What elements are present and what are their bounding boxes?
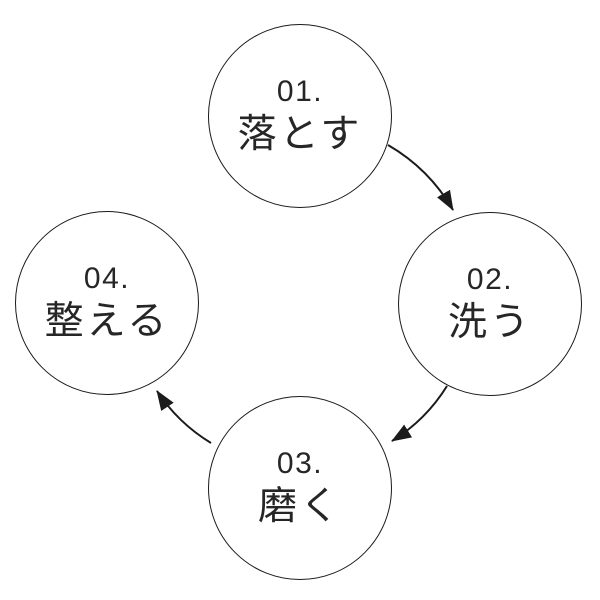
step-04-label: 整える [44,299,170,343]
step-01-label: 落とす [237,112,363,156]
step-02-number: 02. [466,262,514,296]
step-02-label: 洗う [447,300,532,344]
step-circle-04: 04. 整える [15,211,199,395]
step-03-label: 磨く [257,484,342,528]
step-04-number: 04. [83,261,131,295]
step-01-number: 01. [276,74,324,108]
step-circle-01: 01. 落とす [208,24,392,208]
step-circle-02: 02. 洗う [398,212,582,396]
arrow-step03-to-step04 [156,390,212,444]
arrow-step02-to-step03 [391,385,448,442]
arrow-step01-to-step02 [387,144,454,211]
step-circle-03: 03. 磨く [208,396,392,580]
step-03-number: 03. [276,446,324,480]
